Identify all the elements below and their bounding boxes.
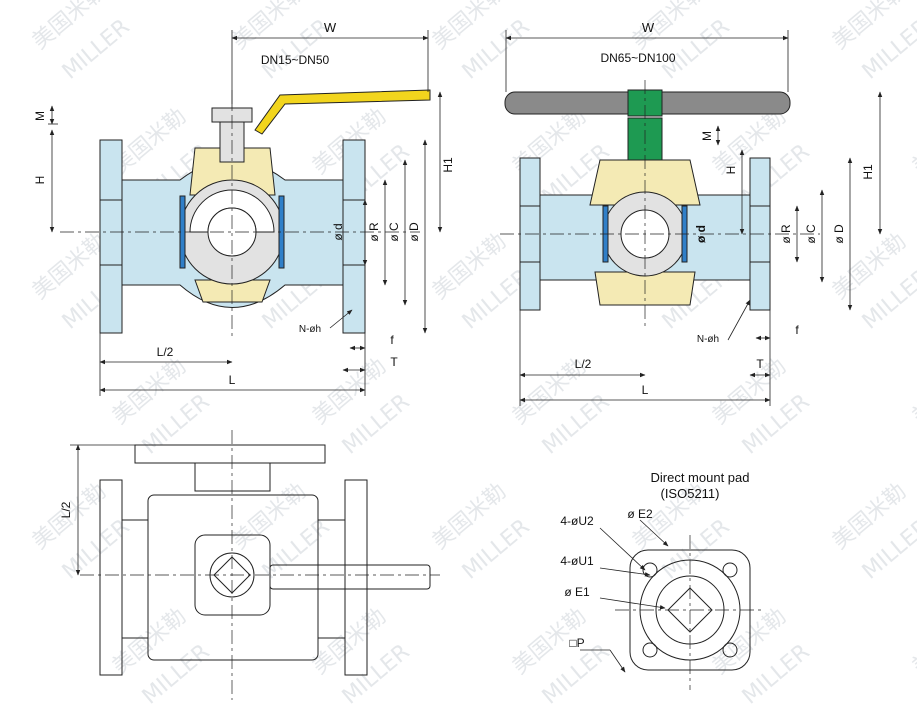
top-pipe-right xyxy=(317,519,346,639)
labels-mount-pad: Direct mount pad (ISO5211) ø E2 4-øU2 4-… xyxy=(560,470,749,650)
left-flange-lower xyxy=(99,264,123,334)
small-dim-f: f xyxy=(390,333,394,347)
dims-top xyxy=(70,444,135,576)
large-dim-h: H xyxy=(724,166,738,175)
small-dim-c: ø C xyxy=(387,222,401,242)
small-dim-h: H xyxy=(33,176,47,185)
large-dim-t: T xyxy=(756,357,764,371)
large-dim-r: ø R xyxy=(779,224,793,244)
top-flange-left xyxy=(99,479,123,676)
small-dim-h1: H1 xyxy=(441,157,455,173)
large-dim-c: ø C xyxy=(804,224,818,244)
small-dim-r: ø R xyxy=(367,222,381,242)
watermark-cn: 美国米勒 xyxy=(908,104,917,180)
large-dim-half-l: L/2 xyxy=(575,357,592,371)
labels-large: DN65~DN100 W M H H1 ø d ø R ø C ø D N-øh… xyxy=(575,20,875,397)
top-neck xyxy=(194,462,271,492)
pad-hole-4 xyxy=(722,642,738,658)
l-right-flange-upper xyxy=(749,157,771,207)
dims-large xyxy=(505,30,883,406)
watermark-cn: 美国米勒 xyxy=(908,604,917,680)
large-dim-d-flange: ø D xyxy=(832,224,846,244)
small-dim-m: M xyxy=(33,111,47,121)
l-left-flange-lower xyxy=(519,261,541,311)
top-dim-half-l: L/2 xyxy=(59,501,73,518)
watermark-cn: 美国米勒 xyxy=(908,354,917,430)
right-flange-lower xyxy=(342,264,366,334)
large-dim-w: W xyxy=(642,20,655,35)
lever-handle xyxy=(254,89,431,135)
small-dim-l: L xyxy=(229,373,236,387)
right-flange-upper xyxy=(342,139,366,201)
labels-small: DN15~DN50 W M H H1 ø d ø R ø C ø D N-øh … xyxy=(33,20,455,387)
bonnet xyxy=(189,147,276,196)
l-right-flange-lower xyxy=(749,261,771,311)
pad-hole-2 xyxy=(722,562,738,578)
mount-pad-title: Direct mount pad xyxy=(651,470,750,485)
l-left-flange-upper xyxy=(519,157,541,207)
left-flange-upper xyxy=(99,139,123,201)
large-dim-m: M xyxy=(700,131,714,141)
large-dim-h1: H1 xyxy=(861,164,875,180)
front-view-small xyxy=(60,89,431,340)
pad-hole-3 xyxy=(642,642,658,658)
mount-pad-p: □P xyxy=(569,636,584,650)
small-dim-t: T xyxy=(390,355,398,369)
mount-pad-e2: ø E2 xyxy=(627,507,653,521)
mount-pad-u2: 4-øU2 xyxy=(560,514,594,528)
large-dim-d-bore: ø d xyxy=(694,225,708,243)
pad-square xyxy=(667,587,713,633)
mount-pad-e1: ø E1 xyxy=(564,585,590,599)
top-pipe-left xyxy=(121,519,149,639)
dims-small xyxy=(48,30,443,396)
small-dim-w: W xyxy=(324,20,337,35)
top-handle xyxy=(269,564,431,590)
mount-pad-u1: 4-øU1 xyxy=(560,554,594,568)
mount-pad-standard: (ISO5211) xyxy=(660,486,719,501)
large-dim-holes: N-øh xyxy=(697,334,719,345)
small-dim-d-bore: ø d xyxy=(331,223,345,240)
small-dim-half-l: L/2 xyxy=(157,345,174,359)
small-dim-d-flange: ø D xyxy=(407,222,421,242)
large-size-range: DN65~DN100 xyxy=(600,51,675,65)
small-dim-holes: N-øh xyxy=(299,324,321,335)
front-view-large xyxy=(500,80,820,330)
small-size-range: DN15~DN50 xyxy=(261,53,330,67)
top-view xyxy=(80,430,440,700)
large-dim-f: f xyxy=(795,323,799,337)
mount-pad-view xyxy=(580,519,765,690)
large-dim-l: L xyxy=(642,383,649,397)
